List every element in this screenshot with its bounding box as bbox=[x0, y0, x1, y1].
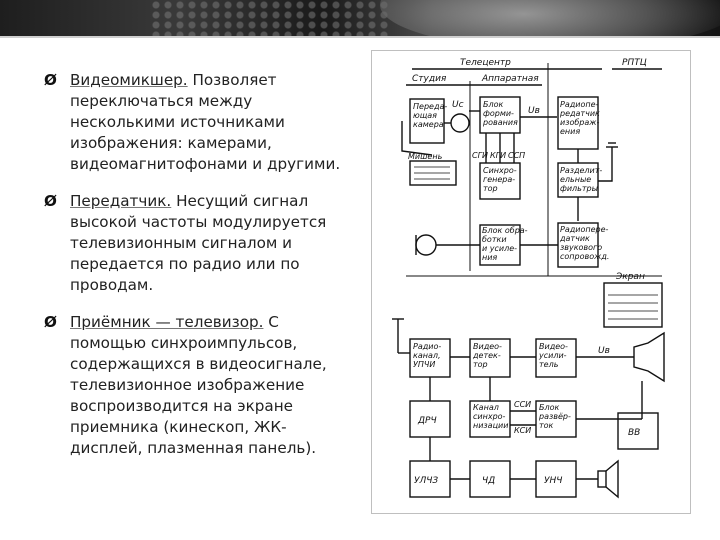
label-sync-channel: синхро- bbox=[473, 412, 506, 421]
bullet-text-line: воспроизводится на экране bbox=[70, 397, 293, 415]
label-sync-gen: тор bbox=[483, 184, 498, 193]
label-scan-block: Блок bbox=[539, 403, 559, 412]
bullet-text-line: Несущий сигнал bbox=[171, 192, 309, 210]
bullet-term: Приёмник — телевизор. bbox=[70, 313, 264, 331]
bullet-arrow-icon: Ø bbox=[44, 313, 57, 331]
label-sgi: СГИ bbox=[472, 151, 488, 160]
label-scan-block: развёр- bbox=[538, 412, 571, 421]
label-ssi: ССИ bbox=[514, 400, 531, 409]
label-audio-tx: звукового bbox=[560, 243, 602, 252]
label-radio-tx: редатчик bbox=[559, 109, 600, 118]
label-sep-filters: ельные bbox=[560, 175, 591, 184]
bullet-list: Ø Видеомикшер. Позволяет переключаться меж… bbox=[44, 70, 364, 475]
label-ssp: ССП bbox=[508, 151, 525, 160]
top-banner bbox=[0, 0, 720, 36]
bullet-text-line: С bbox=[263, 313, 279, 331]
label-uc: Uс bbox=[452, 100, 464, 110]
label-rptc: РПТЦ bbox=[622, 58, 647, 68]
bullet-text-line: передается по радио или по bbox=[70, 255, 300, 273]
tv-system-diagram: Телецентр РПТЦ Студия Аппаратная Uс Uв М… bbox=[371, 50, 691, 514]
bullet-text-line: приемника (кинескоп, ЖК- bbox=[70, 418, 287, 436]
bullet-text-line: телевизионное изображение bbox=[70, 376, 305, 394]
bullet-text-line: переключаться между bbox=[70, 92, 253, 110]
label-audio-proc: и усиле- bbox=[482, 244, 517, 253]
label-video-amp: усили- bbox=[538, 351, 567, 360]
label-video-det: Видео- bbox=[473, 342, 502, 351]
banner-highlight bbox=[380, 0, 720, 36]
label-vv: ВВ bbox=[628, 428, 640, 438]
bullet-text-line: телевизионным сигналом и bbox=[70, 234, 293, 252]
label-block-forming: Блок bbox=[483, 100, 503, 109]
label-block-forming: рования bbox=[482, 118, 518, 127]
bullet-text-line: помощью синхроимпульсов, bbox=[70, 334, 298, 352]
label-radio-channel: Радио- bbox=[413, 342, 441, 351]
bullet-item: Ø Передатчик. Несущий сигнал высокой часто… bbox=[44, 191, 364, 296]
label-sync-gen: Синхро- bbox=[483, 166, 517, 175]
block-diagram-svg: Телецентр РПТЦ Студия Аппаратная Uс Uв М… bbox=[392, 58, 665, 499]
label-audio-tx: Радиопере- bbox=[560, 225, 609, 234]
bullet-term: Видеомикшер. bbox=[70, 71, 188, 89]
label-audio-tx: датчик bbox=[559, 234, 590, 243]
label-video-det: тор bbox=[473, 360, 488, 369]
bullet-text-line: проводам. bbox=[70, 276, 154, 294]
label-sync-channel: низации bbox=[473, 421, 508, 430]
label-block-forming: форми- bbox=[483, 109, 514, 118]
label-telecentre: Телецентр bbox=[460, 58, 511, 68]
bullet-text-line: дисплей, плазменная панель). bbox=[70, 439, 317, 457]
banner-divider bbox=[0, 36, 720, 38]
label-target: Мишень bbox=[408, 152, 443, 161]
label-audio-proc: Блок обра- bbox=[482, 226, 528, 235]
label-radio-tx: изображ- bbox=[560, 118, 599, 127]
label-screen: Экран bbox=[615, 272, 645, 282]
bullet-term: Передатчик. bbox=[70, 192, 172, 210]
label-ulchz: УЛЧЗ bbox=[414, 476, 438, 486]
label-kgi: КГИ bbox=[490, 151, 506, 160]
label-sync-gen: генера- bbox=[483, 175, 515, 184]
label-ksi: КСИ bbox=[514, 426, 531, 435]
label-uv: Uв bbox=[528, 106, 540, 116]
label-control-room: Аппаратная bbox=[481, 74, 539, 84]
label-scan-block: ток bbox=[539, 421, 554, 430]
label-unch: УНЧ bbox=[544, 476, 562, 486]
label-sep-filters: фильтры bbox=[560, 184, 598, 193]
label-radio-channel: УПЧИ bbox=[413, 360, 435, 369]
bullet-text-line: несколькими источниками bbox=[70, 113, 285, 131]
bullet-text-line: изображения: камерами, bbox=[70, 134, 272, 152]
label-uv2: Uв bbox=[598, 346, 610, 356]
label-sync-channel: Канал bbox=[473, 403, 499, 412]
label-drch: ДРЧ bbox=[417, 416, 437, 426]
bullet-arrow-icon: Ø bbox=[44, 71, 57, 89]
label-camera: Переда- bbox=[413, 102, 447, 111]
bullet-text-line: Позволяет bbox=[187, 71, 277, 89]
bullet-text-line: содержащихся в видеосигнале, bbox=[70, 355, 327, 373]
bullet-item: Ø Видеомикшер. Позволяет переключаться меж… bbox=[44, 70, 364, 175]
label-chd: ЧД bbox=[482, 476, 495, 486]
bullet-text-line: высокой частоты модулируется bbox=[70, 213, 327, 231]
label-camera: ющая bbox=[413, 111, 437, 120]
label-audio-proc: ботки bbox=[482, 235, 507, 244]
label-radio-tx: ения bbox=[560, 127, 580, 136]
label-radio-channel: канал, bbox=[413, 351, 441, 360]
bullet-arrow-icon: Ø bbox=[44, 192, 57, 210]
label-studio: Студия bbox=[412, 74, 447, 84]
label-audio-proc: ния bbox=[482, 253, 497, 262]
label-video-det: детек- bbox=[472, 351, 501, 360]
label-sep-filters: Разделит- bbox=[560, 166, 602, 175]
bullet-text-line: видеомагнитофонами и другими. bbox=[70, 155, 341, 173]
banner-pattern bbox=[150, 0, 390, 36]
label-video-amp: Видео- bbox=[539, 342, 568, 351]
label-camera: камера bbox=[413, 120, 444, 129]
label-video-amp: тель bbox=[539, 360, 559, 369]
label-radio-tx: Радиопе- bbox=[560, 100, 599, 109]
label-audio-tx: сопровожд. bbox=[560, 252, 609, 261]
